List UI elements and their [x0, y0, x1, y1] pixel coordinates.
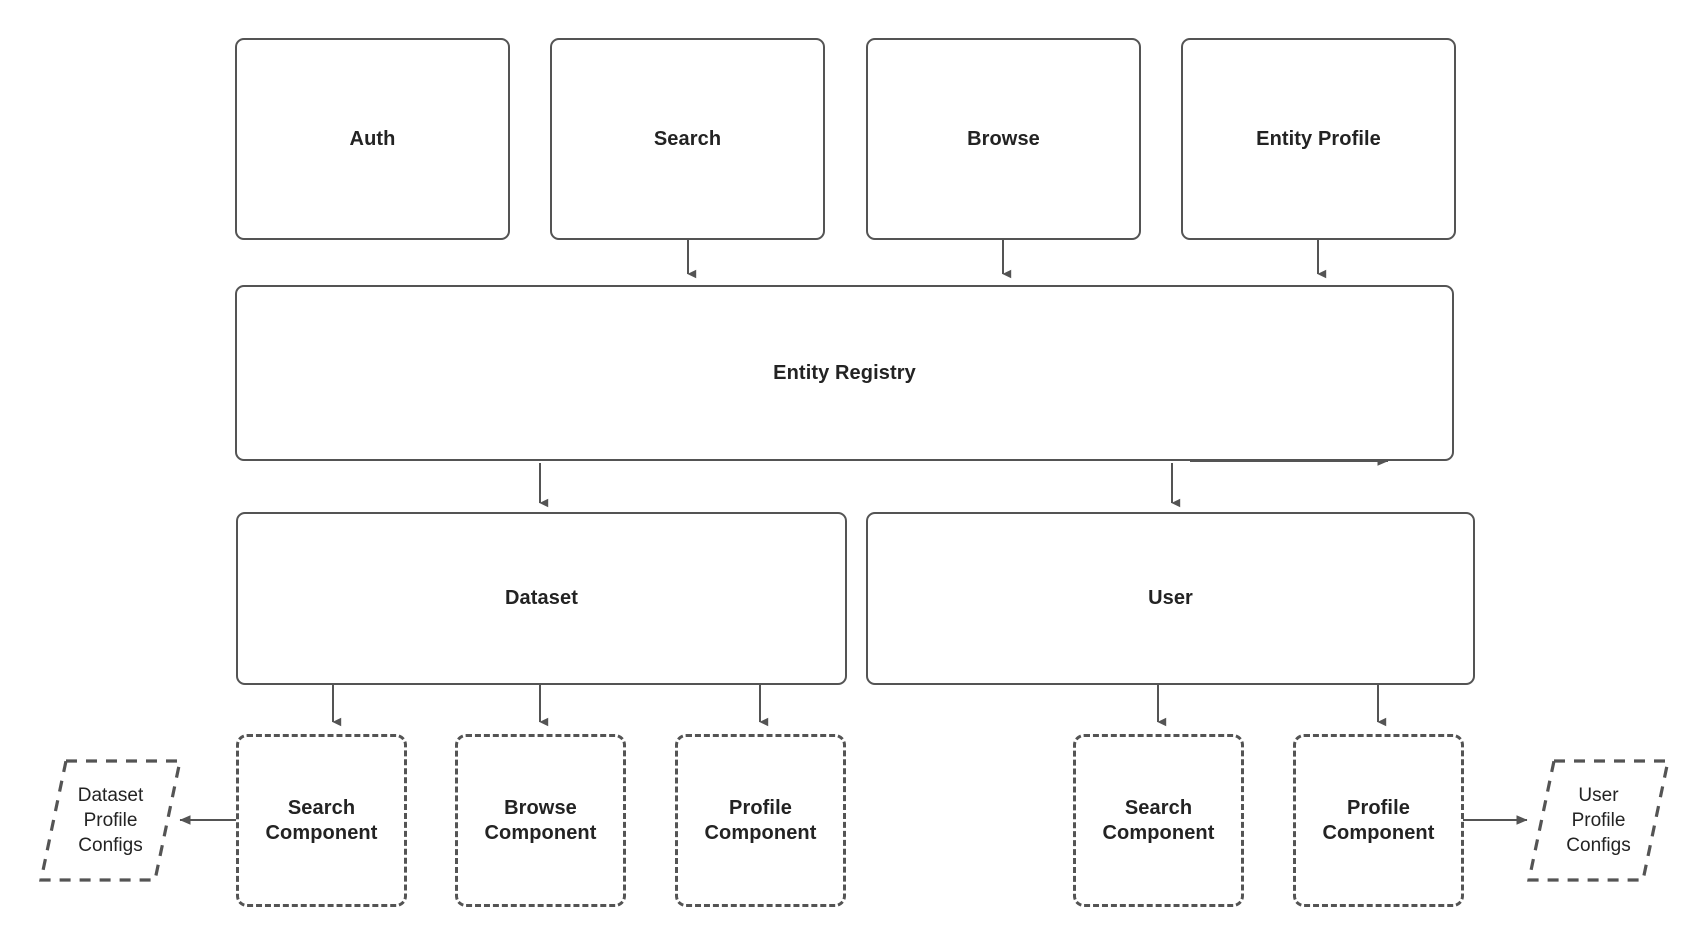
node-dataset-browse-component-label: Browse Component [484, 797, 597, 844]
node-user-profile-configs[interactable]: User Profile Configs [1526, 758, 1671, 883]
node-dataset-label: Dataset [505, 587, 578, 610]
dataset-profile-configs-shape [38, 758, 183, 883]
node-search[interactable]: Search [550, 38, 825, 240]
node-dataset-profile-configs-label: Dataset Profile Configs [77, 784, 144, 857]
node-user-search-component[interactable]: Search Component [1073, 734, 1244, 907]
node-user-search-component-label: Search Component [1102, 797, 1215, 844]
node-dataset-search-component-label: Search Component [265, 797, 378, 844]
node-dataset-profile-component-label: Profile Component [704, 797, 817, 844]
node-user-label: User [1148, 587, 1193, 610]
node-user-profile-component[interactable]: Profile Component [1293, 734, 1464, 907]
node-dataset-profile-component[interactable]: Profile Component [675, 734, 846, 907]
node-search-label: Search [653, 127, 722, 150]
node-dataset[interactable]: Dataset [236, 512, 847, 685]
node-entity-registry[interactable]: Entity Registry [235, 285, 1454, 461]
user-profile-configs-shape [1526, 758, 1671, 883]
node-dataset-browse-component[interactable]: Browse Component [455, 734, 626, 907]
node-browse-label: Browse [967, 127, 1040, 150]
node-entity-profile[interactable]: Entity Profile [1181, 38, 1456, 240]
node-browse[interactable]: Browse [866, 38, 1141, 240]
node-user[interactable]: User [866, 512, 1475, 685]
node-dataset-search-component[interactable]: Search Component [236, 734, 407, 907]
node-dataset-profile-configs[interactable]: Dataset Profile Configs [38, 758, 183, 883]
node-auth-label: Auth [349, 127, 396, 150]
node-user-profile-configs-label: User Profile Configs [1566, 784, 1631, 857]
node-auth[interactable]: Auth [235, 38, 510, 240]
node-entity-profile-label: Entity Profile [1256, 127, 1381, 150]
node-user-profile-component-label: Profile Component [1322, 797, 1435, 844]
node-entity-registry-label: Entity Registry [773, 361, 916, 384]
